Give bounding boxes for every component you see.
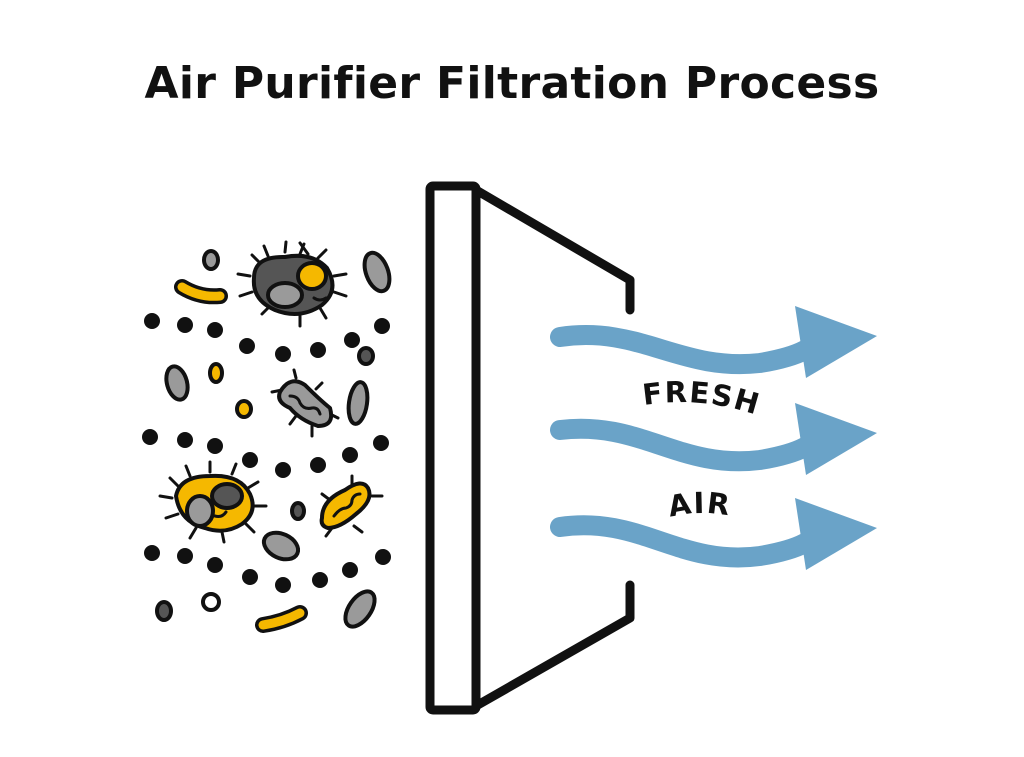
air-filter-icon (425, 181, 635, 715)
label-air: AIR (666, 486, 733, 524)
dust-particles-yellow (174, 279, 308, 633)
dust-dots (142, 313, 391, 593)
bacteria-icon (319, 474, 384, 538)
label-fresh: FRESH (641, 375, 765, 422)
air-flow-arrow-icon (550, 498, 877, 570)
contaminants-group (142, 240, 392, 633)
air-flow-arrow-icon (550, 403, 877, 475)
bacteria-icon (270, 368, 340, 438)
germ-icon (236, 240, 348, 328)
air-flow-arrows (550, 306, 877, 570)
germ-icon (158, 460, 268, 544)
label-fresh-path: FRESH (641, 375, 763, 422)
diagram-title: Air Purifier Filtration Process (144, 58, 880, 109)
label-air-path: AIR (666, 486, 732, 524)
dust-particles-gray (155, 249, 392, 629)
air-flow-arrow-icon (550, 306, 877, 378)
